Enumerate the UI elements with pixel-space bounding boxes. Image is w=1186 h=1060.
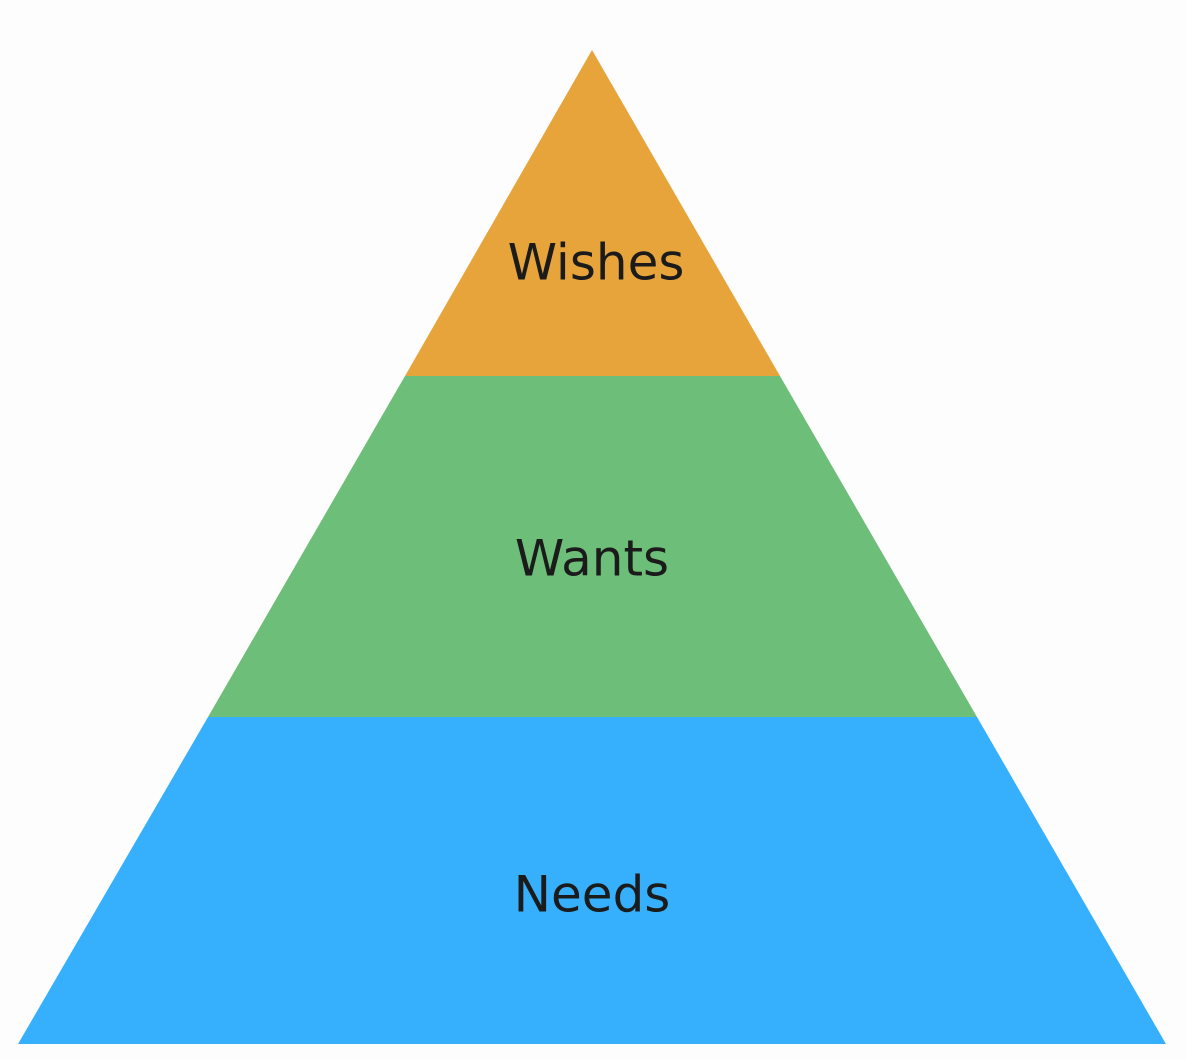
tier-bottom-label: Needs	[514, 866, 671, 924]
tier-middle-wants	[208, 376, 977, 717]
tier-top-wishes	[405, 50, 780, 376]
tier-middle-label: Wants	[515, 530, 669, 588]
tier-top-label: Wishes	[508, 234, 685, 292]
tier-bottom-needs	[18, 717, 1166, 1044]
